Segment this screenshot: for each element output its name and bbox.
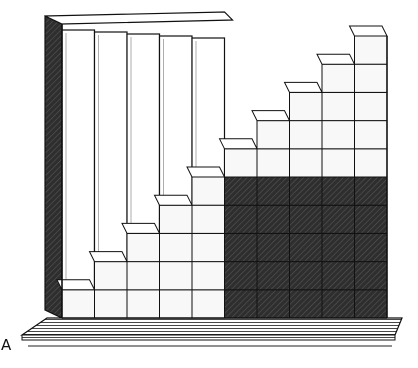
unit-cube [290, 149, 323, 177]
figure-letter: A [1, 338, 11, 353]
shaded-cube [290, 205, 323, 233]
unit-cube [192, 262, 225, 290]
shaded-cube [355, 290, 388, 318]
unit-cube [127, 290, 160, 318]
shaded-cube [225, 233, 258, 261]
shaded-cube [355, 233, 388, 261]
shaded-cube [355, 177, 388, 205]
base-platform [22, 318, 402, 346]
shaded-cube [225, 262, 258, 290]
unit-cube [322, 64, 355, 92]
shaded-square-block [225, 177, 388, 318]
cube-top-face [317, 54, 355, 64]
shaded-cube [257, 262, 290, 290]
shaded-cube [257, 177, 290, 205]
unit-cube [355, 92, 388, 120]
unit-cube [355, 121, 388, 149]
unit-cube [62, 290, 95, 318]
unit-cube [225, 149, 258, 177]
shaded-cube [290, 233, 323, 261]
cube-top-face [220, 139, 258, 149]
unit-cube [160, 262, 193, 290]
shaded-cube [225, 290, 258, 318]
shaded-cube [257, 233, 290, 261]
shaded-cube [355, 205, 388, 233]
unit-cube [160, 290, 193, 318]
shaded-cube [322, 290, 355, 318]
unit-cube [160, 233, 193, 261]
shaded-cube [257, 205, 290, 233]
unit-cube [257, 149, 290, 177]
shaded-cube [322, 205, 355, 233]
unit-cube [192, 290, 225, 318]
unit-cube [127, 233, 160, 261]
shaded-cube [290, 290, 323, 318]
unit-cube [355, 36, 388, 64]
shaded-cube [322, 177, 355, 205]
shaded-cube [225, 205, 258, 233]
unit-cube [322, 121, 355, 149]
unit-cube [95, 262, 128, 290]
cube-top-face [350, 26, 388, 36]
unit-cube [257, 121, 290, 149]
cube-top-face [122, 223, 160, 233]
shaded-cube [322, 262, 355, 290]
unit-cube [290, 121, 323, 149]
unit-cube [95, 290, 128, 318]
unit-cube [127, 262, 160, 290]
cube-top-face [252, 111, 290, 121]
shaded-cube [322, 233, 355, 261]
cube-top-face [187, 167, 225, 177]
unit-cube [192, 205, 225, 233]
cube-top-face [155, 195, 193, 205]
unit-cube [160, 205, 193, 233]
shaded-cube [257, 290, 290, 318]
slab-top-face [45, 12, 233, 24]
cube-top-face [285, 82, 323, 92]
slab [62, 30, 95, 318]
unit-cube [355, 149, 388, 177]
left-side-face [45, 16, 62, 318]
cube-top-face [90, 252, 128, 262]
unit-cube [355, 64, 388, 92]
shaded-cube [290, 262, 323, 290]
shaded-cube [225, 177, 258, 205]
unit-cube [322, 92, 355, 120]
unit-cube [192, 177, 225, 205]
unit-cube [322, 149, 355, 177]
unit-cube [290, 92, 323, 120]
shaded-cube [355, 262, 388, 290]
unit-cube [192, 233, 225, 261]
shaded-cube [290, 177, 323, 205]
